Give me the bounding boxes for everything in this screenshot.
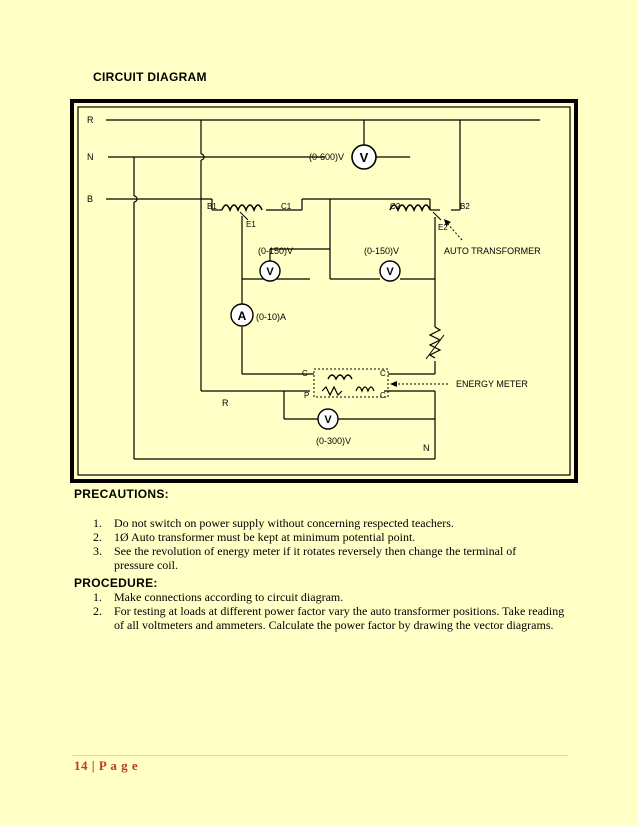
line-label-n: N	[87, 152, 94, 162]
footer-divider	[72, 755, 568, 756]
precaution-item: 3. See the revolution of energy meter if …	[93, 544, 543, 572]
voltmeter-300-symbol: V	[324, 414, 332, 426]
energy-meter-pressure-coil	[321, 385, 343, 397]
terminal-c1: C1	[281, 202, 292, 211]
procedure-number: 2.	[93, 604, 102, 618]
rheostat-arrow	[425, 334, 445, 360]
voltmeter-600-range: (0-600)V	[309, 152, 344, 162]
energy-meter-c-bottom-right: C	[380, 391, 386, 400]
voltmeter-150-left-symbol: V	[266, 266, 274, 278]
rheostat	[428, 326, 442, 359]
precaution-item: 1. Do not switch on power supply without …	[93, 516, 543, 530]
page-number-footer: 14 | P a g e	[74, 758, 139, 773]
auto-transformer-coil-left	[221, 204, 263, 213]
voltmeter-300-range: (0-300)V	[316, 436, 351, 446]
terminal-e1: E1	[246, 220, 256, 229]
procedure-text: Make connections according to circuit di…	[114, 590, 344, 604]
load-label-n: N	[423, 443, 430, 453]
energy-meter-arrowhead	[390, 381, 397, 387]
voltmeter-150-right-symbol: V	[386, 266, 394, 278]
energy-meter-p: P	[304, 391, 309, 400]
energy-meter-c-top-right: C	[380, 369, 386, 378]
energy-meter-label: ENERGY METER	[456, 379, 528, 389]
terminal-b2: B2	[460, 202, 470, 211]
precaution-number: 2.	[93, 530, 102, 544]
circuit-diagram: V V V A V R N B (0-600)V (0-150)V (0-150…	[70, 99, 578, 483]
terminal-e2: E2	[438, 223, 448, 232]
auto-transformer-coil-right	[389, 204, 431, 213]
precautions-list: 1. Do not switch on power supply without …	[93, 516, 543, 572]
precaution-number: 3.	[93, 544, 102, 558]
voltmeter-150-right: V	[379, 260, 401, 282]
precaution-text: See the revolution of energy meter if it…	[114, 544, 517, 572]
terminal-c2: C2	[390, 202, 401, 211]
procedure-item: 2. For testing at loads at different powe…	[93, 604, 573, 632]
voltmeter-600: V	[351, 144, 377, 170]
energy-meter-coil	[355, 386, 375, 393]
precaution-text: 1Ø Auto transformer must be kept at mini…	[114, 530, 416, 544]
precautions-heading: PRECAUTIONS:	[74, 487, 169, 501]
line-label-r: R	[87, 115, 94, 125]
precaution-item: 2. 1Ø Auto transformer must be kept at mi…	[93, 530, 543, 544]
procedure-heading: PROCEDURE:	[74, 576, 158, 590]
circuit-wires	[106, 119, 540, 460]
precaution-number: 1.	[93, 516, 102, 530]
precaution-text: Do not switch on power supply without co…	[114, 516, 454, 530]
ammeter-symbol: A	[238, 309, 247, 323]
energy-meter-box	[313, 368, 389, 398]
auto-transformer-arrow	[445, 221, 463, 241]
auto-transformer-label: AUTO TRANSFORMER	[444, 246, 541, 256]
procedure-number: 1.	[93, 590, 102, 604]
line-label-b: B	[87, 194, 93, 204]
energy-meter-current-coil	[327, 374, 353, 381]
wiper-arrow-right	[432, 211, 442, 221]
procedure-list: 1. Make connections according to circuit …	[93, 590, 573, 632]
diagram-inner-border	[77, 106, 571, 476]
load-label-r: R	[222, 398, 229, 408]
circuit-diagram-heading: CIRCUIT DIAGRAM	[93, 70, 207, 84]
energy-meter-c-top-left: C	[302, 369, 308, 378]
voltmeter-150-right-range: (0-150)V	[364, 246, 399, 256]
voltmeter-150-left: V	[259, 260, 281, 282]
ammeter: A	[230, 303, 254, 327]
auto-transformer-arrowhead	[444, 219, 451, 226]
procedure-item: 1. Make connections according to circuit …	[93, 590, 573, 604]
procedure-text: For testing at loads at different power …	[114, 604, 565, 632]
voltmeter-150-left-range: (0-150)V	[258, 246, 293, 256]
voltmeter-300: V	[317, 408, 339, 430]
wiper-arrow-left	[239, 211, 249, 221]
ammeter-range: (0-10)A	[256, 312, 286, 322]
terminal-b1: B1	[207, 202, 217, 211]
voltmeter-600-symbol: V	[360, 150, 369, 165]
